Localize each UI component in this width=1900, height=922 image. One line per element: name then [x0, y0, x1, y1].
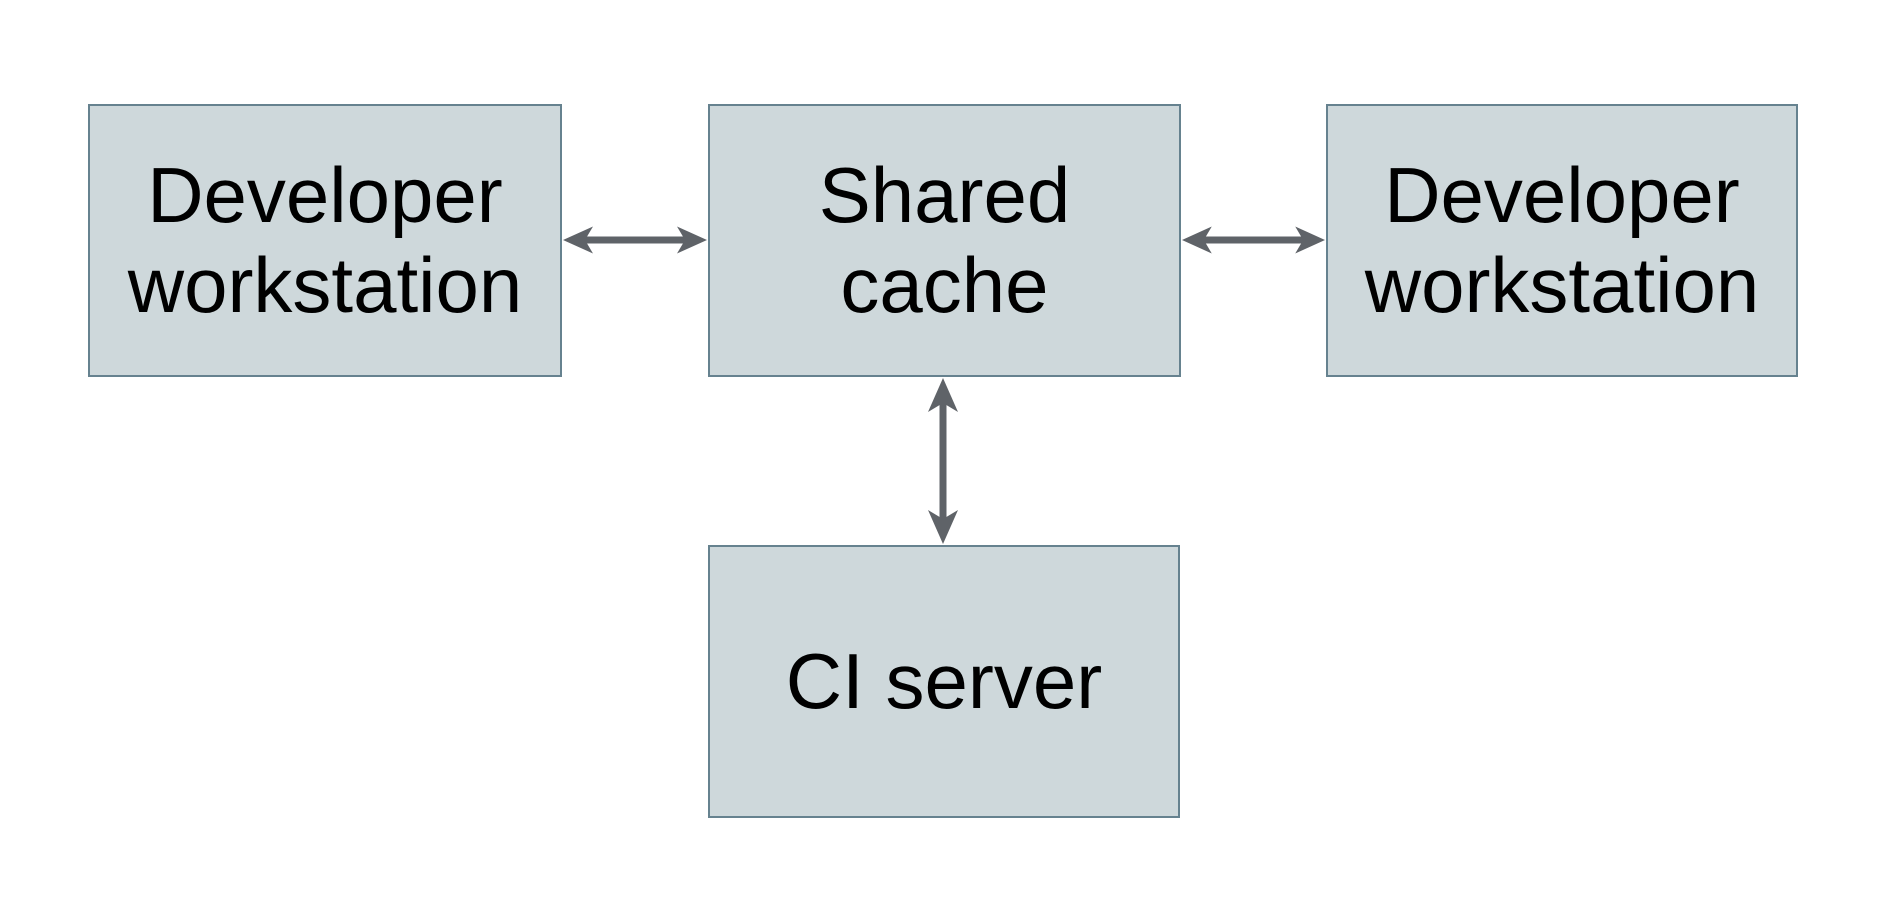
node-label: CI server [785, 636, 1103, 725]
node-developer-workstation-left: Developer workstation [88, 104, 562, 377]
node-ci-server: CI server [708, 545, 1180, 818]
bidirectional-arrow-icon [919, 377, 967, 545]
node-label: Developer workstation [127, 150, 523, 329]
node-developer-workstation-right: Developer workstation [1326, 104, 1798, 377]
node-shared-cache: Shared cache [708, 104, 1181, 377]
node-label: Shared cache [818, 150, 1071, 329]
node-label: Developer workstation [1364, 150, 1760, 329]
bidirectional-arrow-icon [1181, 216, 1326, 264]
bidirectional-arrow-icon [562, 216, 708, 264]
